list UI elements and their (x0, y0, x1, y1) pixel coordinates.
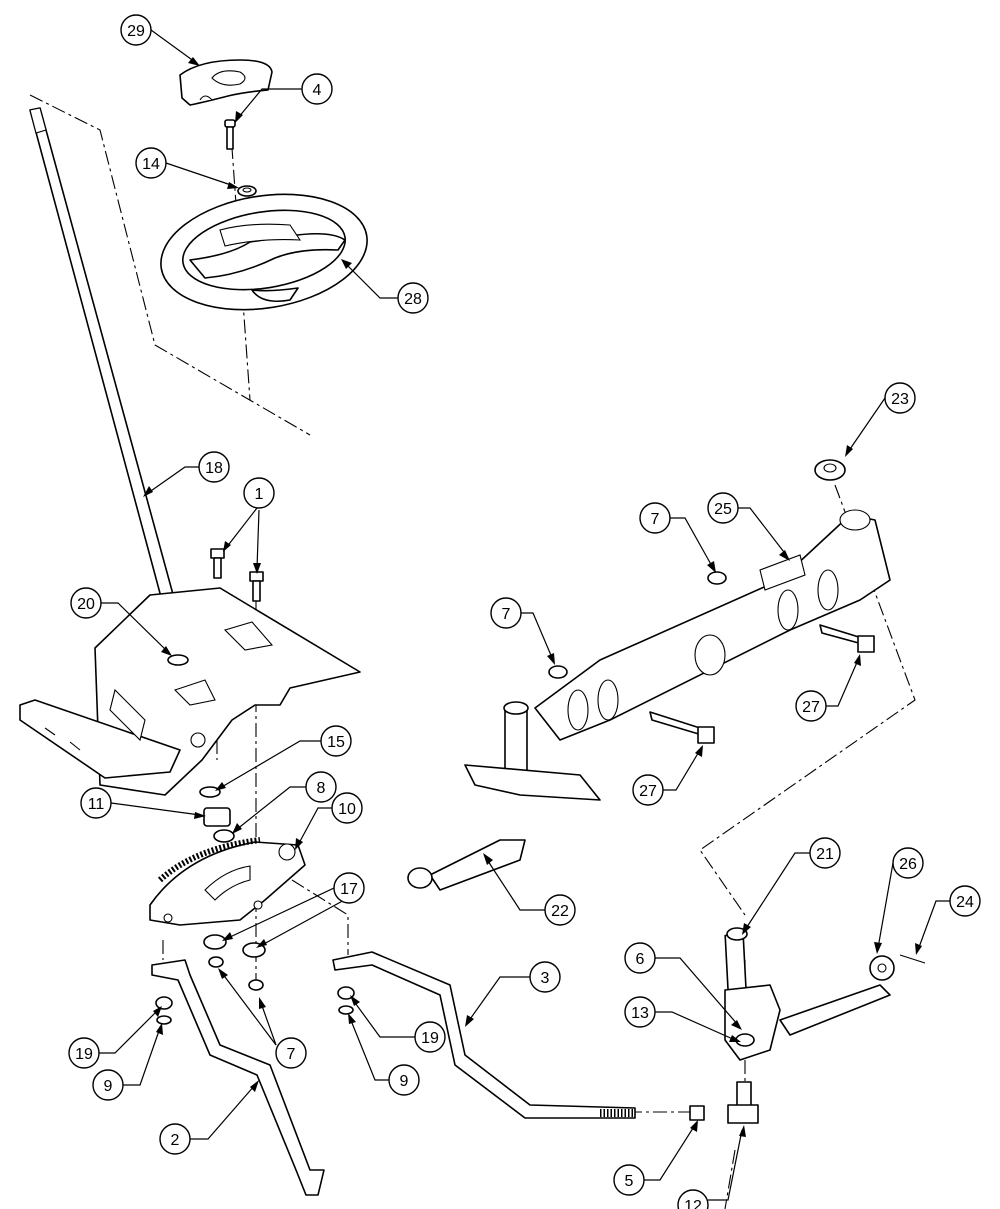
callout-label: 13 (631, 1005, 649, 1022)
callout-6: 6 (624, 942, 656, 974)
steering-cap-part (179, 59, 273, 106)
callout-10: 10 (331, 792, 363, 824)
callout-label: 17 (340, 881, 358, 898)
washer-part (237, 185, 257, 197)
callout-label: 12 (684, 1198, 702, 1209)
small-hardware (167, 654, 235, 843)
callout-7: 7 (639, 502, 671, 534)
callout-label: 5 (625, 1173, 634, 1190)
callout-23: 23 (884, 382, 916, 414)
callout-label: 19 (421, 1030, 439, 1047)
callout-21: 21 (809, 837, 841, 869)
callout-label: 27 (802, 699, 820, 716)
callout-label: 9 (104, 1078, 113, 1095)
callout-label: 26 (899, 856, 917, 873)
callout-label: 3 (541, 970, 550, 987)
callout-13: 13 (624, 996, 656, 1028)
callout-label: 7 (287, 1046, 296, 1063)
callout-label: 25 (714, 501, 732, 518)
callout-label: 20 (77, 596, 95, 613)
left-spindle-part (407, 701, 601, 891)
callout-27: 27 (795, 690, 827, 722)
callout-label: 9 (400, 1073, 409, 1090)
nuts-group (155, 934, 355, 1025)
callout-17: 17 (333, 872, 365, 904)
callout-label: 6 (636, 951, 645, 968)
callout-5: 5 (613, 1164, 645, 1196)
callout-label: 19 (75, 1046, 93, 1063)
callout-label: 4 (313, 82, 322, 99)
callout-3: 3 (529, 961, 561, 993)
axle-nut-part (814, 459, 846, 481)
callout-label: 2 (171, 1132, 180, 1149)
callout-1: 1 (243, 477, 275, 509)
callout-label: 8 (317, 780, 326, 797)
callout-26: 26 (892, 847, 924, 879)
callout-label: 24 (956, 894, 974, 911)
callout-bubbles: 1 2 3 4 5 6 7 7 7 8 9 9 10 11 12 13 14 1… (68, 14, 981, 1209)
right-spindle-part (689, 927, 926, 1124)
callout-2: 2 (159, 1123, 191, 1155)
callout-label: 15 (327, 734, 345, 751)
callout-22: 22 (544, 894, 576, 926)
bolts-part (210, 548, 264, 602)
callout-24: 24 (949, 885, 981, 917)
callout-29: 29 (120, 14, 152, 46)
callout-label: 14 (142, 156, 160, 173)
steering-wheel-part (160, 193, 368, 311)
callout-19: 19 (68, 1037, 100, 1069)
callout-12: 12 (677, 1189, 709, 1209)
callout-4: 4 (301, 73, 333, 105)
callout-14: 14 (135, 147, 167, 179)
callout-9: 9 (92, 1069, 124, 1101)
callout-label: 27 (639, 783, 657, 800)
callout-label: 7 (502, 606, 511, 623)
callout-label: 29 (127, 23, 145, 40)
callout-label: 18 (205, 460, 223, 477)
callout-7: 7 (490, 597, 522, 629)
steering-support-plate (19, 587, 361, 796)
callout-18: 18 (198, 451, 230, 483)
callout-label: 1 (255, 486, 264, 503)
steering-shaft-part (29, 107, 185, 645)
screw-part (224, 119, 236, 150)
axle-bolts-part (649, 624, 875, 744)
callout-label: 22 (551, 903, 569, 920)
tie-rod-part (332, 951, 636, 1119)
callout-7: 7 (275, 1037, 307, 1069)
callout-label: 11 (88, 796, 105, 813)
drag-link-part (151, 959, 325, 1196)
callout-label: 23 (891, 391, 909, 408)
callout-11: 11 (80, 787, 112, 819)
callout-label: 7 (651, 511, 660, 528)
front-axle-part (534, 509, 891, 741)
axle-small-nuts (548, 571, 727, 679)
callout-19: 19 (414, 1021, 446, 1053)
leader-lines (99, 29, 950, 1201)
callout-label: 10 (338, 801, 356, 818)
sector-gear-part (149, 837, 306, 926)
callout-label: 21 (816, 846, 834, 863)
callout-25: 25 (707, 492, 739, 524)
callout-28: 28 (397, 282, 429, 314)
callout-9: 9 (388, 1064, 420, 1096)
callout-label: 28 (404, 291, 422, 308)
callout-8: 8 (305, 771, 337, 803)
callout-15: 15 (320, 725, 352, 757)
callout-27: 27 (632, 774, 664, 806)
callout-20: 20 (70, 587, 102, 619)
